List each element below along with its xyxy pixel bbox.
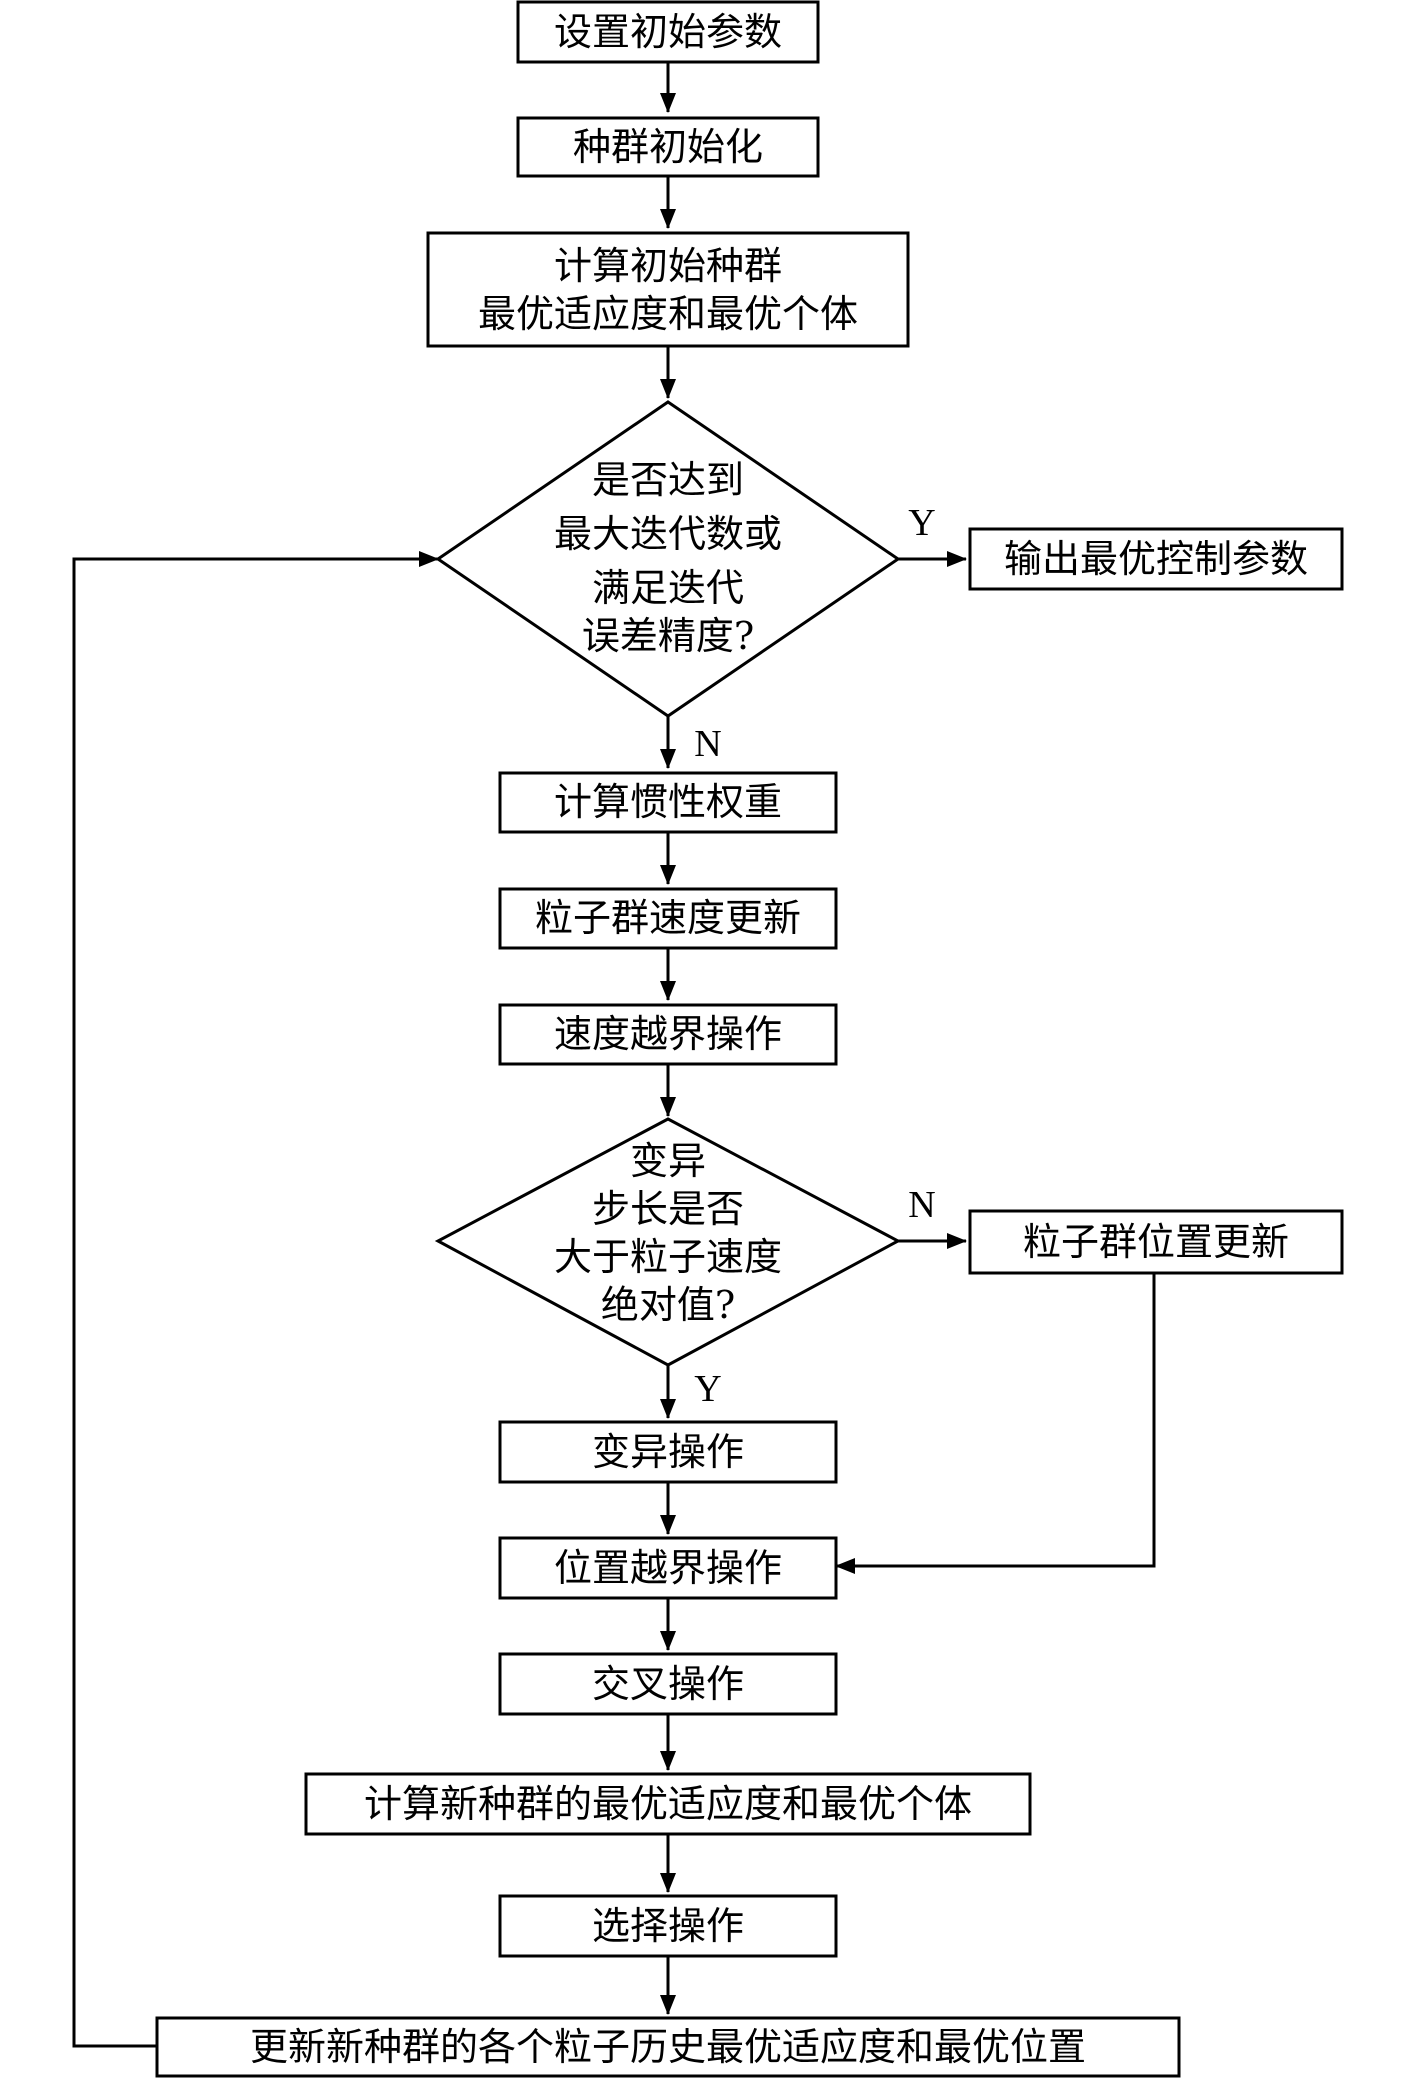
- node-velocity-bound: 速度越界操作: [498, 1003, 838, 1066]
- node-label: 设置初始参数: [554, 10, 782, 54]
- edges: [72, 62, 1156, 2048]
- node-label: 更新新种群的各个粒子历史最优适应度和最优位置: [250, 2025, 1086, 2069]
- node-selection: 选择操作: [498, 1894, 838, 1958]
- node-label: 绝对值?: [601, 1283, 735, 1327]
- node-label: 选择操作: [592, 1904, 744, 1948]
- node-label: 大于粒子速度: [554, 1235, 782, 1279]
- node-calc-initial-best: 计算初始种群 最优适应度和最优个体: [426, 231, 910, 348]
- label-mutation-yes: Y: [694, 1368, 721, 1410]
- node-crossover: 交叉操作: [498, 1652, 838, 1716]
- node-label: 最优适应度和最优个体: [478, 292, 858, 336]
- node-label: 位置越界操作: [554, 1546, 782, 1590]
- node-mutation: 变异操作: [498, 1420, 838, 1484]
- label-mutation-no: N: [908, 1184, 935, 1226]
- node-label: 种群初始化: [573, 125, 763, 169]
- label-stop-yes: Y: [908, 502, 935, 544]
- node-label: 步长是否: [592, 1187, 744, 1231]
- node-position-bound: 位置越界操作: [498, 1536, 838, 1600]
- node-label: 粒子群速度更新: [535, 896, 801, 940]
- node-set-initial-params: 设置初始参数: [516, 0, 820, 64]
- node-label: 误差精度?: [582, 614, 754, 658]
- node-label: 是否达到: [592, 458, 744, 502]
- edge-history-loop-back: [72, 551, 439, 2048]
- node-position-update: 粒子群位置更新: [968, 1209, 1344, 1275]
- node-label: 输出最优控制参数: [1004, 537, 1308, 581]
- edge-posupdate-to-posbound: [835, 1273, 1156, 1574]
- node-label: 最大迭代数或: [554, 512, 782, 556]
- node-label: 粒子群位置更新: [1023, 1220, 1289, 1264]
- node-label: 变异: [630, 1139, 706, 1183]
- node-population-init: 种群初始化: [516, 116, 820, 178]
- node-label: 变异操作: [592, 1430, 744, 1474]
- node-calc-new-best: 计算新种群的最优适应度和最优个体: [304, 1772, 1032, 1836]
- node-label: 交叉操作: [592, 1662, 744, 1706]
- node-decision-stop: 是否达到 最大迭代数或 满足迭代 误差精度?: [435, 400, 901, 718]
- node-label: 速度越界操作: [554, 1012, 782, 1056]
- node-label: 计算新种群的最优适应度和最优个体: [364, 1782, 972, 1826]
- node-calc-inertia: 计算惯性权重: [498, 771, 838, 834]
- label-stop-no: N: [694, 723, 721, 765]
- node-output-params: 输出最优控制参数: [968, 527, 1344, 591]
- node-decision-mutation: 变异 步长是否 大于粒子速度 绝对值?: [434, 1117, 902, 1367]
- node-update-history-best: 更新新种群的各个粒子历史最优适应度和最优位置: [155, 2016, 1181, 2078]
- node-label: 计算惯性权重: [554, 780, 782, 824]
- node-label: 计算初始种群: [554, 244, 782, 288]
- node-label: 满足迭代: [592, 566, 744, 610]
- node-velocity-update: 粒子群速度更新: [498, 887, 838, 950]
